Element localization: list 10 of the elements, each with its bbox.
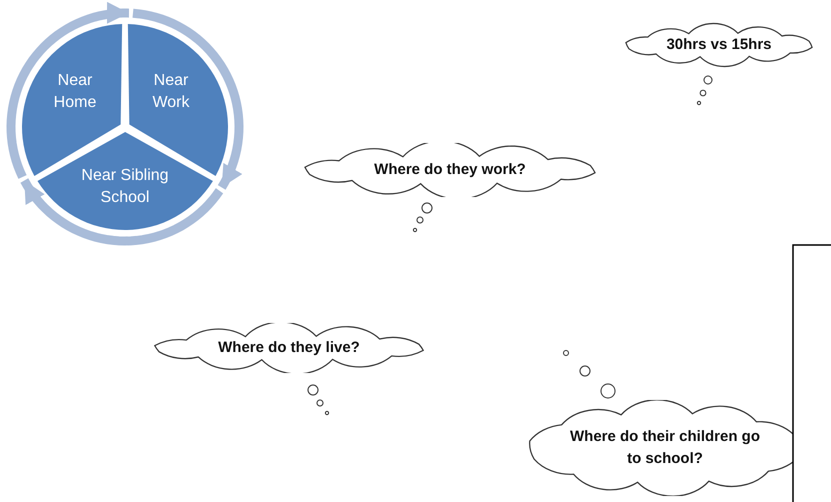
segment-label: Near Work <box>151 71 191 113</box>
cycle-arrow <box>6 2 130 179</box>
thought-text: Where do their children go to school? <box>570 427 760 469</box>
cycle-arrow <box>20 178 224 246</box>
thought-text: Where do they live? <box>218 338 360 358</box>
cycle-arrow <box>132 8 244 190</box>
thought-text: 30hrs vs 15hrs <box>666 35 772 55</box>
thought-text: Where do they work? <box>374 160 526 180</box>
segment-label: Near Sibling School <box>80 166 170 208</box>
segment-label: Near Home <box>52 71 98 113</box>
